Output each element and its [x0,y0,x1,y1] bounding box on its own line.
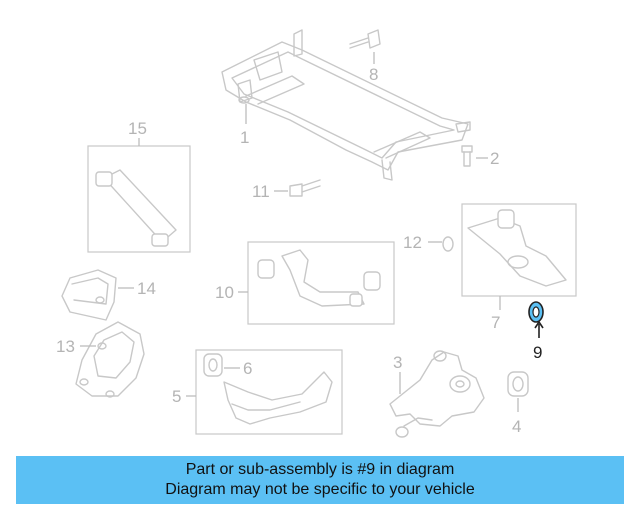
callout-11: 11 [252,182,270,201]
banner-line-2: Diagram may not be specific to your vehi… [165,481,475,498]
part-14-bracket[interactable] [61,269,134,321]
callout-15: 15 [128,119,147,138]
callout-2: 2 [490,149,499,168]
parts-diagram: 1 8 2 11 15 10 [56,29,577,438]
callout-13: 13 [56,337,75,356]
callout-5: 5 [172,387,181,406]
part-10-upper-arm[interactable] [238,241,395,325]
banner-line-1: Part or sub-assembly is #9 in diagram [185,461,455,478]
part-5-trailing-arm[interactable] [186,349,343,435]
part-9-highlighted[interactable] [528,301,544,338]
callout-1: 1 [240,128,249,147]
part-2-bolt[interactable] [461,145,488,167]
part-12-washer[interactable] [428,236,454,252]
info-banner: Part or sub-assembly is #9 in diagram Di… [16,456,624,504]
part-1-subframe[interactable] [221,29,471,181]
part-6-bushing[interactable] [203,353,240,377]
part-3-knuckle[interactable] [389,350,485,438]
callout-4: 4 [512,417,521,436]
part-15-link[interactable] [87,138,191,253]
part-13-mount[interactable] [75,321,145,398]
part-11-bolt[interactable] [274,179,321,197]
callout-12: 12 [403,233,422,252]
callout-3: 3 [393,353,402,372]
part-7-lower-arm[interactable] [461,203,577,310]
callout-8: 8 [369,65,378,84]
callout-7: 7 [491,313,500,332]
callout-14: 14 [137,279,156,298]
callout-6: 6 [243,359,252,378]
callout-9: 9 [533,343,542,362]
part-8-bolt[interactable] [349,29,381,64]
callout-10: 10 [215,283,234,302]
part-4-bushing[interactable] [507,371,529,412]
